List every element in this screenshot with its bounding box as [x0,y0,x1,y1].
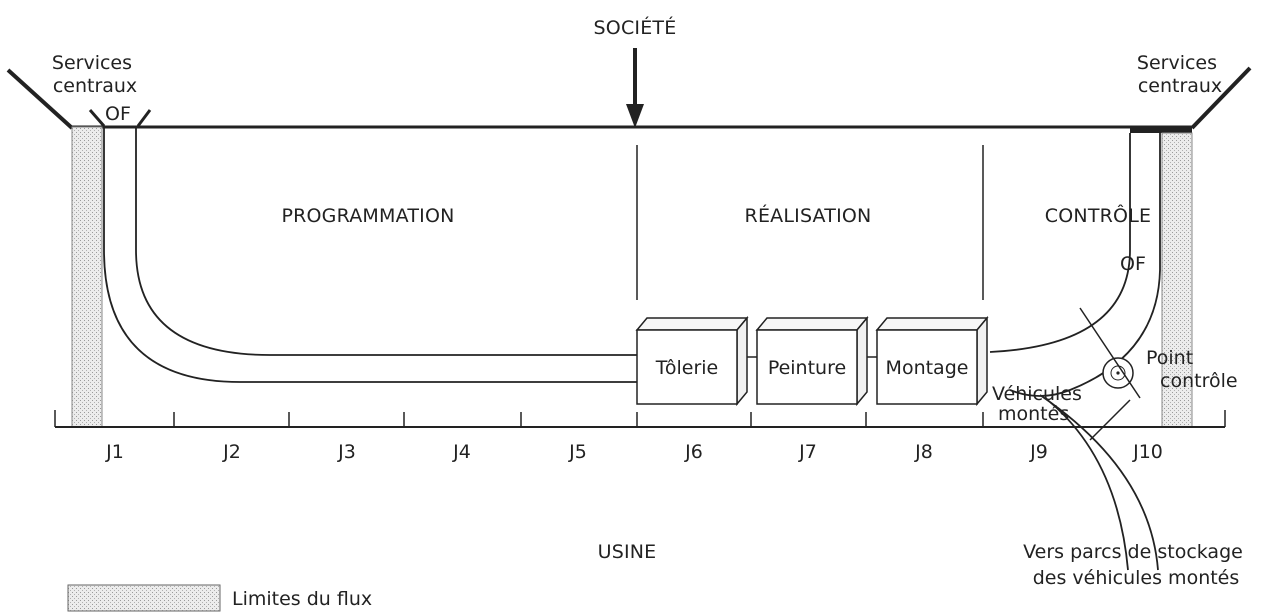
storage-label: Vers parcs de stockage des véhicules mon… [1023,541,1249,589]
control-gate-line-2 [1089,399,1131,441]
right-services-line-2: centraux [1138,75,1222,97]
control-point [1102,357,1134,389]
control-point-line-1: Point [1146,347,1193,369]
of-label-right: OF [1120,253,1146,275]
vehicles-out-line-2: montés [998,403,1069,425]
flow-channel-outer [103,127,637,383]
control-point-line-2: contrôle [1160,370,1238,392]
right-top-bar [1130,126,1192,133]
legend-label: Limites du flux [232,588,372,610]
control-gate-line-1 [1079,307,1141,399]
control-point-label: Point contrôle [1146,347,1238,392]
day-label-j7: J7 [798,441,817,463]
phase-programmation: PROGRAMMATION [281,205,454,227]
of-label-left: OF [105,103,131,125]
left-services-line-1: Services [52,52,132,74]
factory-label: USINE [598,541,657,563]
timeline-axis [54,410,1226,428]
storage-line-1: Vers parcs de stockage [1023,541,1243,563]
workshop-label-peinture: Peinture [768,357,846,379]
storage-line-2: des véhicules montés [1033,567,1240,589]
vehicles-out-label: Véhicules montés [992,383,1088,425]
legend-swatch [67,584,221,612]
vehicles-out-line-1: Véhicules [992,383,1082,405]
flow-channel-inner [135,127,637,356]
workshop-label-tolerie: Tôlerie [655,357,719,379]
left-services-label: Services centraux [52,52,138,97]
workshop-box-tolerie: Tôlerie [635,315,749,407]
storage-exit-outer [1039,394,1159,571]
storage-exit-inner [1049,401,1129,571]
control-channel-inner [1009,133,1161,397]
phase-controle: CONTRÔLE [1045,203,1151,227]
of-bracket-right [136,109,152,127]
day-label-j9: J9 [1029,441,1048,463]
control-channel-outer [989,133,1131,353]
left-funnel-line [6,68,74,130]
day-label-j3: J3 [337,441,356,463]
right-services-label: Services centraux [1137,52,1223,97]
day-label-j5: J5 [568,441,587,463]
legend: Limites du flux [67,584,372,612]
company-label: SOCIÉTÉ [594,16,677,39]
workshop-label-montage: Montage [886,357,969,379]
left-services-line-2: centraux [53,75,137,97]
of-bracket-left [88,109,106,127]
company-arrow [626,48,644,128]
right-funnel-line [1190,66,1252,130]
day-label-j4: J4 [452,441,471,463]
day-label-j1: J1 [105,441,124,463]
left-flow-limit-bar [71,126,103,428]
right-services-line-1: Services [1137,52,1217,74]
phase-realisation: RÉALISATION [745,204,872,227]
day-label-j2: J2 [222,441,241,463]
workshop-box-peinture: Peinture [755,315,869,407]
day-label-j6: J6 [684,441,703,463]
day-label-j8: J8 [914,441,933,463]
day-label-j10: J10 [1132,441,1163,463]
workshop-box-montage: Montage [875,315,989,407]
